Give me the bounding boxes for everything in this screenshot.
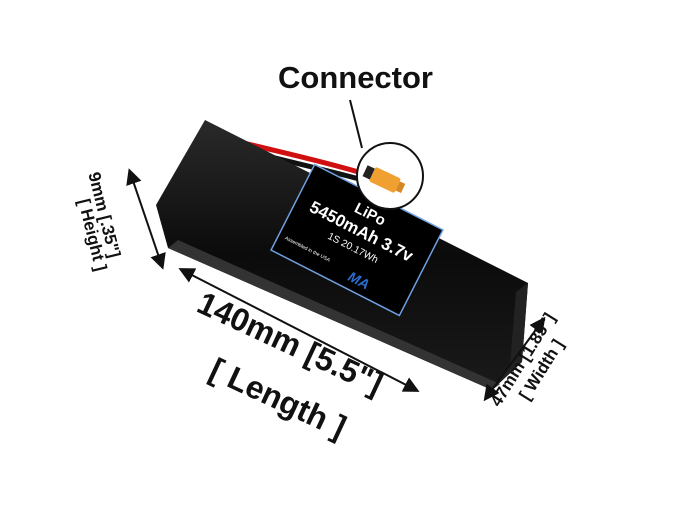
width-arrow xyxy=(483,316,546,402)
height-arrow xyxy=(126,168,166,270)
connector-leader-line xyxy=(349,99,363,149)
length-arrow xyxy=(178,268,420,392)
connector-callout: Connector xyxy=(278,60,433,95)
